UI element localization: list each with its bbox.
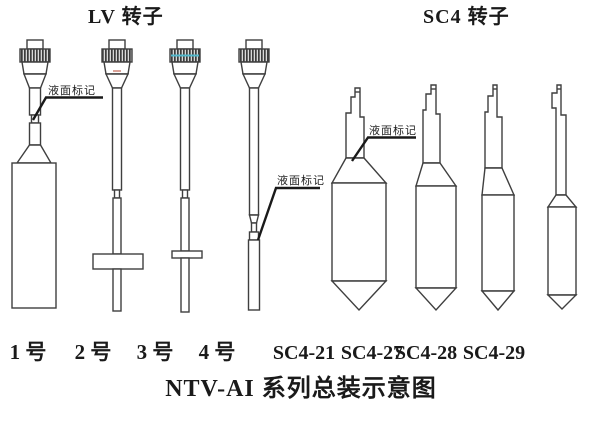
lv-section-title: LV 转子 [88, 6, 164, 28]
spindle-label-sc4-28: SC4-28 [394, 342, 458, 364]
spindle-sc4-21-drawing [330, 87, 388, 312]
spindle-label-sc4-27: SC4-27 [340, 342, 404, 364]
spindle-sc4-27-drawing [414, 84, 458, 312]
spindle-lv-1-drawing [11, 39, 57, 309]
spindle-sc4-29-drawing [546, 84, 578, 310]
spindle-sc4-28-drawing [480, 84, 516, 312]
spindle-label-lv-4: 4 号 [198, 340, 236, 364]
sc4-section-title: SC4 转子 [423, 6, 510, 28]
spindle-label-sc4-21: SC4-21 [272, 342, 336, 364]
spindle-lv-4-drawing [238, 39, 270, 311]
diagram-caption: NTV-AI 系列总装示意图 [165, 376, 437, 402]
liquid-mark-annotation-3: 液面标记 [369, 124, 417, 137]
spindle-lv-3-drawing [169, 39, 203, 313]
spindle-label-lv-1: 1 号 [9, 340, 47, 364]
spindle-label-lv-2: 2 号 [74, 340, 112, 364]
liquid-mark-leader-lines [31, 96, 416, 241]
liquid-mark-annotation-2: 液面标记 [277, 174, 325, 187]
liquid-mark-annotation-1: 液面标记 [48, 84, 96, 97]
spindle-label-sc4-29: SC4-29 [462, 342, 526, 364]
spindle-lv-2-drawing [92, 39, 144, 312]
spindle-label-lv-3: 3 号 [136, 340, 174, 364]
